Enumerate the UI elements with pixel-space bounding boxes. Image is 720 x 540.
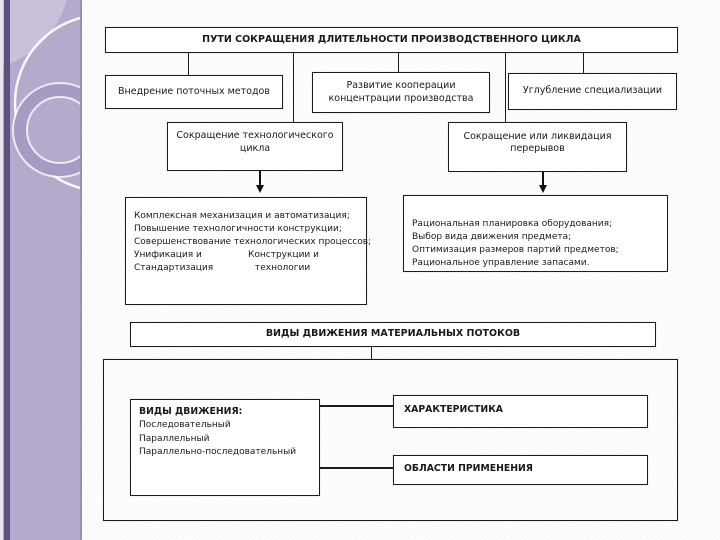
breaks-line2: перерывов [510,143,565,154]
tech-measures-box: Комплексная механизация и автоматизация;… [125,197,372,305]
movement-types-header: ВИДЫ ДВИЖЕНИЯ: [139,406,243,417]
connector-flows-to-panel [371,347,372,359]
tech-measures-col2-line1: Конструкции и [248,250,319,260]
method-specialization-box: Углубление специализации [508,73,677,110]
connector-title-to-tech-cycle [293,53,294,122]
method-flow-label: Внедрение поточных методов [118,85,270,97]
down-arrow-right-icon [539,172,547,193]
flows-title: ВИДЫ ДВИЖЕНИЯ МАТЕРИАЛЬНЫХ ПОТОКОВ [265,328,521,340]
overview-panel [103,359,678,521]
connector-types-to-characteristic [320,405,393,407]
connector-title-to-flow [188,53,189,75]
method-cooperation-box: Развитие кооперации концентрации произво… [312,72,490,113]
tech-cycle-line2: цикла [239,142,271,154]
method-cooperation-line1: Развитие кооперации [346,80,456,91]
movement-type-parallel-sequential: Параллельно-последовательный [139,447,297,457]
tech-cycle-box: Сокращение технологического цикла [167,122,343,171]
movement-type-parallel: Параллельный [139,433,210,444]
movement-type-sequential: Последовательный [139,420,231,430]
page-title: ПУТИ СОКРАЩЕНИЯ ДЛИТЕЛЬНОСТИ ПРОИЗВОДСТВ… [202,33,581,45]
characteristic-box: ХАРАКТЕРИСТИКА [393,395,648,428]
application-label: ОБЛАСТИ ПРИМЕНЕНИЯ [404,463,533,474]
sidebar-circles-graphic [0,0,82,540]
break-measures-line3: Оптимизация размеров партий предметов; [412,245,619,255]
tech-measures-col1-line1: Унификация и [134,250,202,260]
break-measures-line1: Рациональная планировка оборудования; [412,219,613,229]
tech-measures-col1-line2: Стандартизация [134,263,214,273]
characteristic-label: ХАРАКТЕРИСТИКА [404,404,503,415]
flows-title-box: ВИДЫ ДВИЖЕНИЯ МАТЕРИАЛЬНЫХ ПОТОКОВ [130,322,656,347]
break-measures-box: Рациональная планировка оборудования; Вы… [403,195,668,272]
tech-cycle-line1: Сокращение технологического [176,130,334,141]
connector-title-to-breaks [505,53,506,122]
title-box: ПУТИ СОКРАЩЕНИЯ ДЛИТЕЛЬНОСТИ ПРОИЗВОДСТВ… [105,27,678,53]
method-flow-box: Внедрение поточных методов [105,75,283,109]
tech-measures-line3: Совершенствование технологических процес… [134,237,372,247]
sidebar-decoration [0,0,82,540]
connector-title-to-specialization [583,53,584,73]
break-measures-line4: Рациональное управление запасами. [412,258,590,268]
breaks-line1: Сокращение или ликвидация [463,130,612,142]
method-specialization-label: Углубление специализации [522,85,663,97]
break-measures-line2: Выбор вида движения предмета; [412,232,572,242]
movement-types-box: ВИДЫ ДВИЖЕНИЯ: Последовательный Параллел… [130,399,320,496]
method-cooperation-line2: концентрации производства [328,92,474,104]
connector-title-to-cooperation [398,53,399,72]
breaks-box: Сокращение или ликвидация перерывов [448,122,627,172]
tech-measures-line1: Комплексная механизация и автоматизация; [134,211,350,221]
down-arrow-left-icon [256,171,264,193]
connector-types-to-application [320,467,393,469]
application-box: ОБЛАСТИ ПРИМЕНЕНИЯ [393,455,648,485]
tech-measures-line2: Повышение технологичности конструкции; [134,224,342,234]
tech-measures-col2-line2: технологии [255,263,311,273]
